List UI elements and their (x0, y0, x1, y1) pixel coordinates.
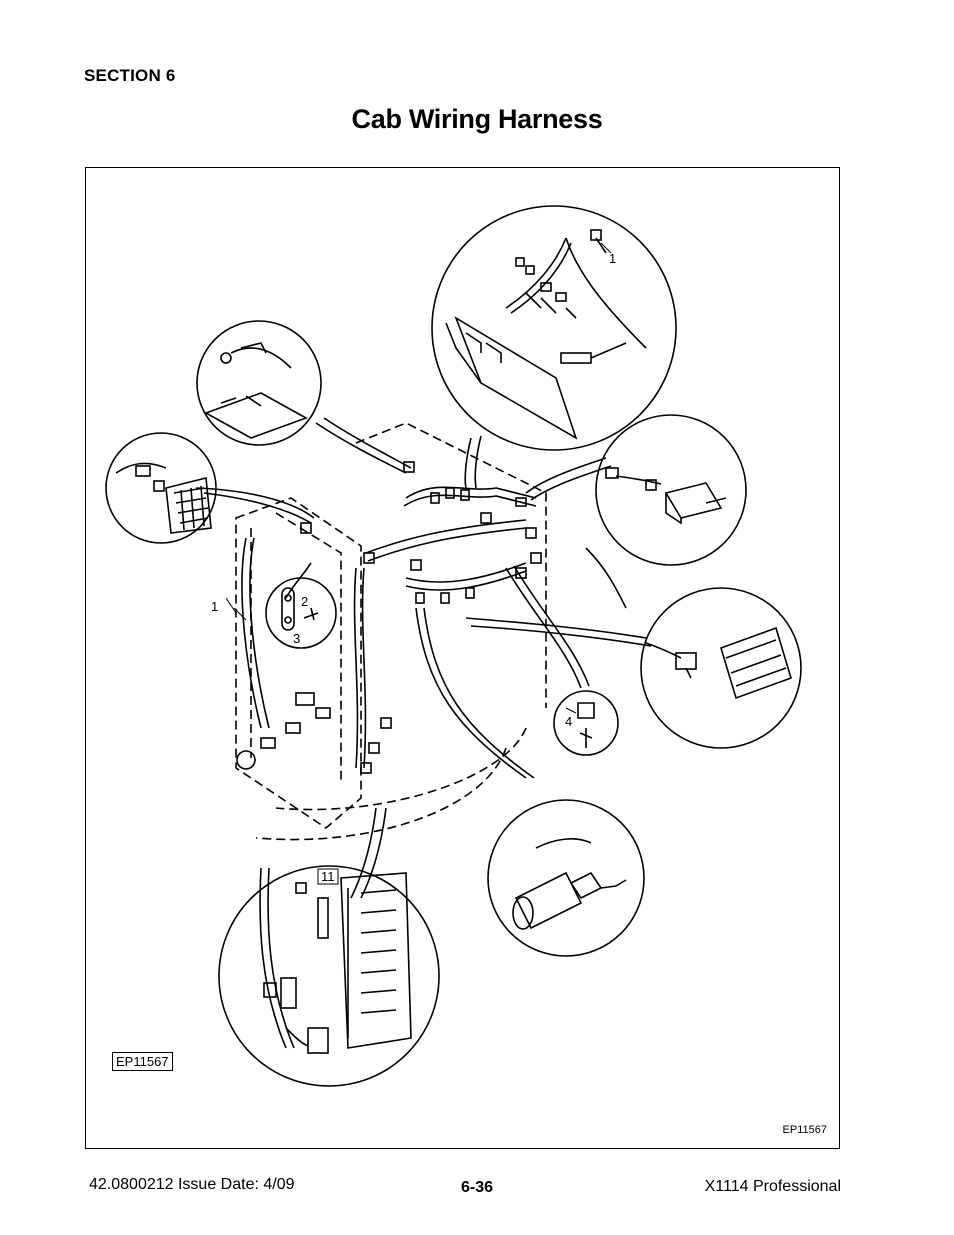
leader-paths (195, 417, 652, 899)
callout-1-left: 1 (211, 599, 218, 614)
callout-3: 3 (293, 631, 300, 646)
detail-circle-right-middle (640, 587, 802, 749)
detail-circle-upper-left (196, 320, 322, 446)
footer-model: X1114 Professional (704, 1178, 841, 1195)
wiring-harness-illustration: 1 1 2 3 4 11 (105, 205, 802, 1087)
callout-4: 4 (565, 714, 572, 729)
detail-circle-panel (218, 865, 440, 1087)
harness-connectors (236, 461, 542, 774)
footer-page-number: 6-36 (461, 1179, 494, 1196)
callout-11: 11 (321, 869, 335, 884)
figure-id-corner: EP11567 (782, 1124, 827, 1136)
callout-2: 2 (301, 594, 308, 609)
cab-outline (235, 422, 547, 841)
figure-id-boxed: EP11567 (112, 1052, 173, 1071)
detail-circle-right-upper (595, 414, 747, 566)
footer-doc-number: 42.0800212 Issue Date: 4/09 (89, 1176, 295, 1193)
detail-circle-items-2-3 (265, 577, 337, 649)
callout-1-top: 1 (609, 251, 616, 266)
section-label: SECTION 6 (84, 66, 176, 85)
detail-circle-motor (487, 799, 645, 957)
page-title: Cab Wiring Harness (351, 104, 603, 134)
detail-circle-top (431, 205, 677, 451)
detail-circle-item-4 (553, 690, 619, 756)
detail-circle-left (105, 432, 217, 544)
leader-ticks (225, 242, 612, 714)
figure-frame: 1 1 2 3 4 11 EP11567 EP11567 (85, 167, 840, 1149)
